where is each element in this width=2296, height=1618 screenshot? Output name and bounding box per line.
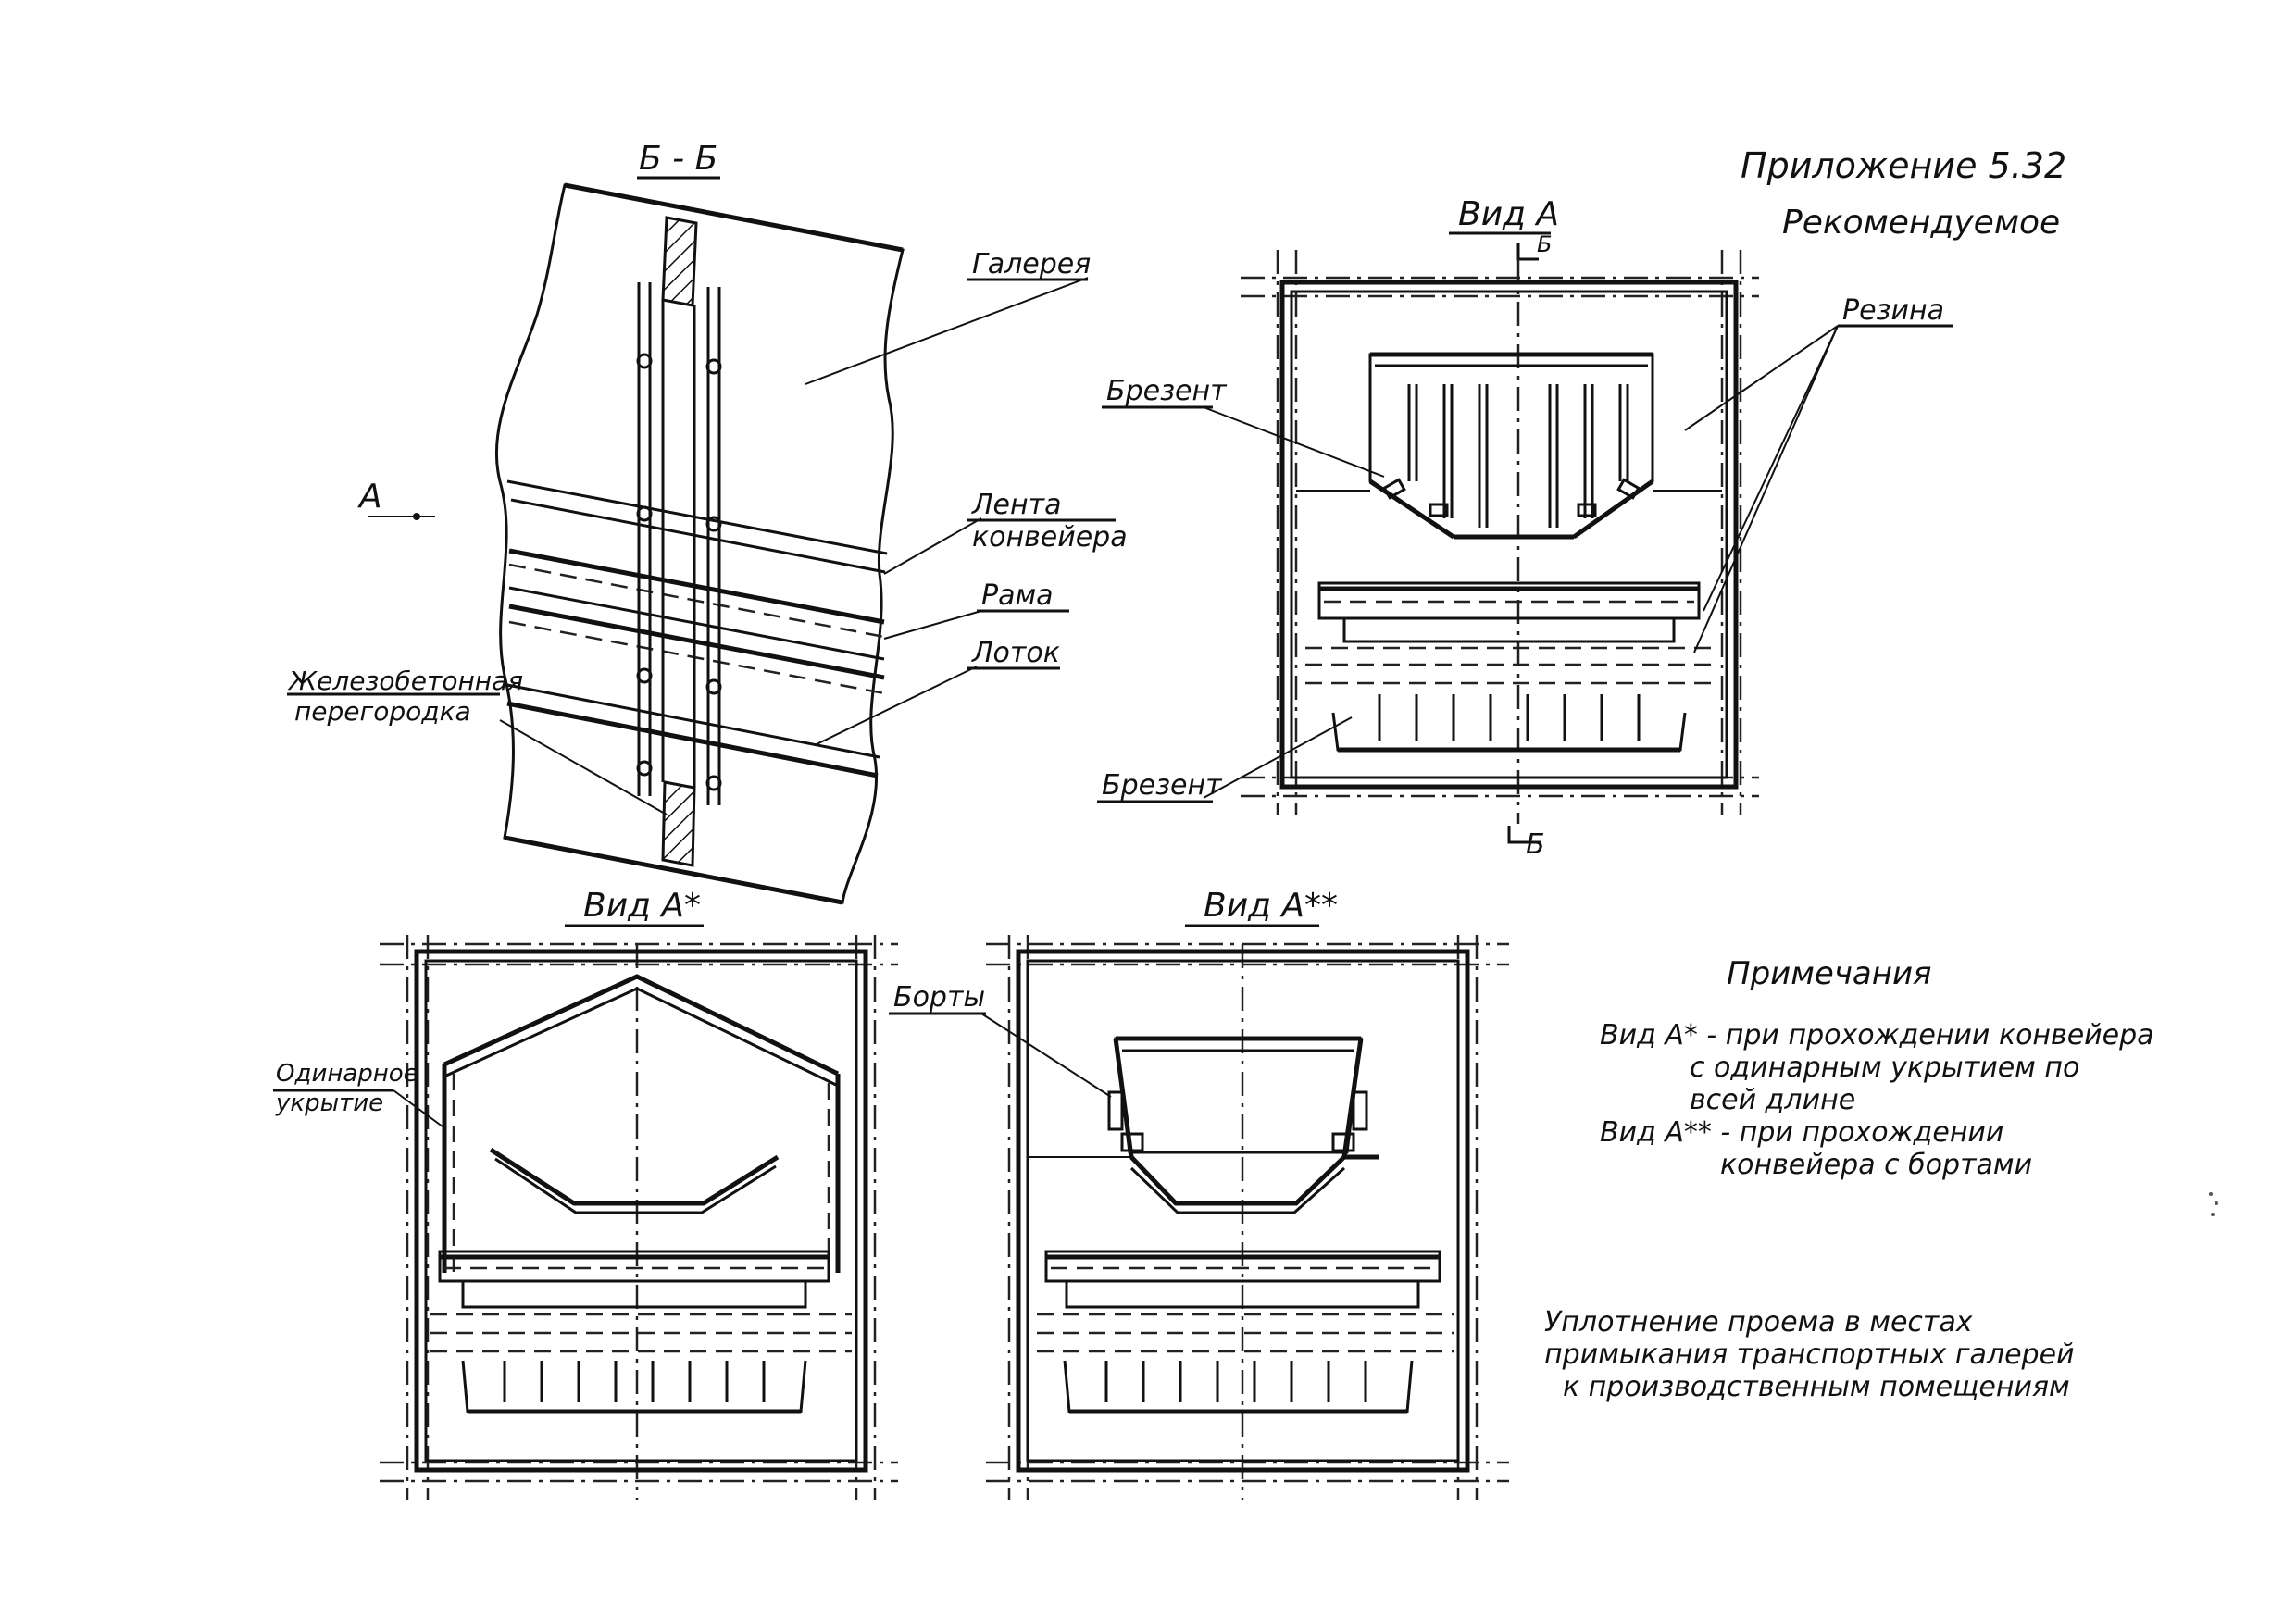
notes-heading: Примечания: [1727, 955, 1932, 992]
scan-speckles: [2209, 1192, 2218, 1216]
callout-tarp-bottom: Брезент: [1102, 769, 1223, 802]
callout-single-cover-line1: Одинарное: [276, 1060, 418, 1088]
section-mark-bottom: Б: [1526, 828, 1545, 861]
belt-sides: [1114, 1037, 1363, 1154]
appendix-label: Приложение 5.32: [1741, 145, 2066, 186]
drawing-caption: Уплотнение проема в местах примыкания тр…: [1544, 1306, 2075, 1403]
note2-line1: Вид А** - при прохождении: [1600, 1116, 2003, 1149]
view-a2-title: Вид А**: [1204, 887, 1338, 925]
callout-partition-line1: Железобетонная: [287, 666, 523, 696]
view-a1-title: Вид А*: [583, 887, 701, 925]
section-mark-top: Б: [1537, 231, 1552, 257]
callout-sides: Борты: [893, 981, 985, 1014]
callout-belt-line1: Лента: [971, 489, 1062, 521]
callout-belt-line2: конвейера: [972, 521, 1128, 554]
note2-line2: конвейера с бортами: [1720, 1149, 2032, 1181]
callout-rubber: Резина: [1842, 294, 1944, 327]
callout-tray: Лоток: [971, 637, 1060, 669]
section-bb: Б - Б А: [287, 140, 1128, 905]
view-a: Вид А Б Б: [1097, 195, 1953, 861]
notes-block: Примечания Вид А* - при прохождении конв…: [1600, 955, 2154, 1181]
view-arrow-label: А: [357, 478, 382, 516]
view-a1: Вид А*: [273, 887, 898, 1500]
caption-line2: примыкания транспортных галерей: [1544, 1338, 2075, 1371]
section-bb-title: Б - Б: [639, 140, 718, 178]
view-a2: Вид А**: [889, 887, 1509, 1500]
note1-line3: всей длине: [1690, 1084, 1855, 1116]
caption-line1: Уплотнение проема в местах: [1544, 1306, 1973, 1338]
single-cover: [443, 974, 840, 1077]
caption-line3: к производственным помещениям: [1563, 1371, 2070, 1403]
partition-wall-top: [661, 216, 698, 307]
view-a-title: Вид А: [1458, 195, 1559, 233]
callout-single-cover-line2: укрытие: [275, 1089, 383, 1117]
partition-wall-bottom: [661, 780, 696, 867]
callout-partition-line2: перегородка: [294, 696, 471, 727]
callout-tarp-top: Брезент: [1106, 375, 1228, 407]
note1-line2: с одинарным укрытием по: [1690, 1052, 2079, 1084]
callout-frame: Рама: [981, 579, 1054, 612]
recommended-label: Рекомендуемое: [1782, 204, 2060, 242]
callout-gallery: Галерея: [972, 248, 1091, 280]
note1-line1: Вид А* - при прохождении конвейера: [1600, 1019, 2154, 1052]
